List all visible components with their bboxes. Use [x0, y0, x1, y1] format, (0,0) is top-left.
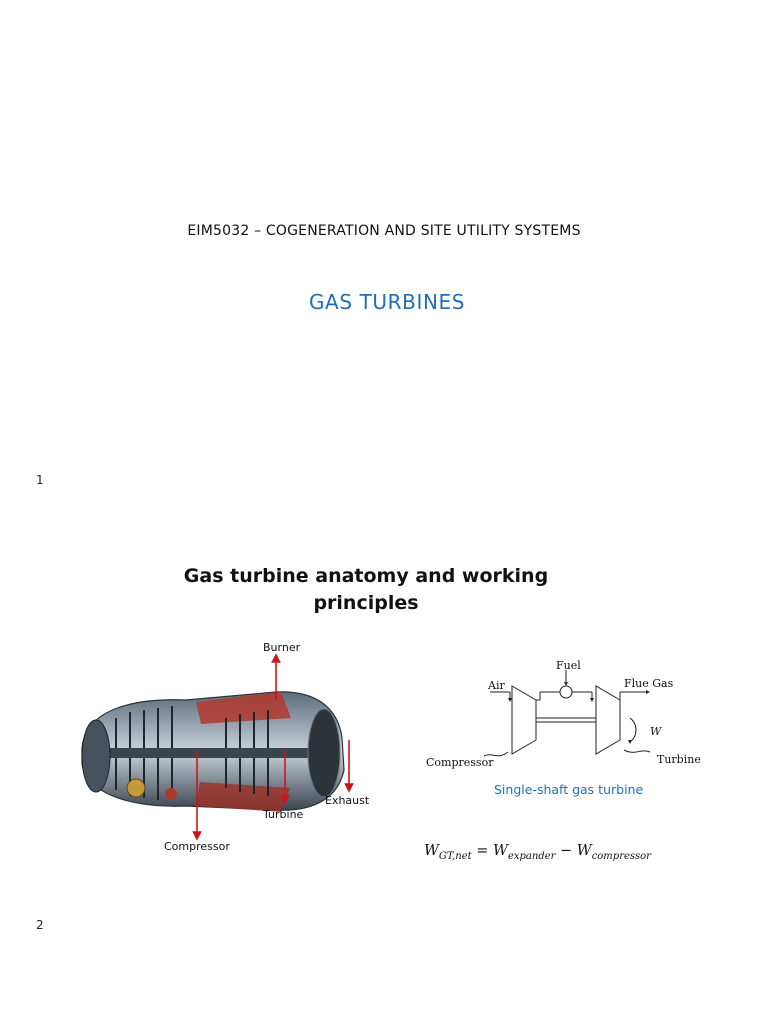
schematic-caption: Single-shaft gas turbine [494, 782, 644, 797]
flue-gas-label: Flue Gas [624, 677, 674, 690]
schematic-compressor-label: Compressor [426, 756, 494, 769]
slide-heading-line2: principles [313, 592, 419, 614]
compressor-label: Compressor [164, 840, 230, 853]
slide-heading-line1: Gas turbine anatomy and working [183, 565, 549, 587]
page-number-2: 2 [36, 918, 44, 932]
turbine-label: Turbine [263, 808, 304, 821]
page-title: GAS TURBINES [308, 290, 466, 314]
single-shaft-schematic [483, 670, 651, 757]
eq-term1: W [493, 843, 508, 859]
course-title: EIM5032 – COGENERATION AND SITE UTILITY … [187, 223, 581, 239]
eq-equals: = [476, 843, 489, 859]
eq-minus: − [560, 843, 573, 859]
eq-term1-sub: expander [507, 850, 556, 862]
eq-term2-sub: compressor [591, 850, 651, 862]
page-number-1: 1 [36, 473, 44, 487]
gas-turbine-cutaway-image [76, 678, 356, 826]
fuel-label: Fuel [556, 659, 581, 672]
exhaust-label: Exhaust [325, 794, 370, 807]
cutaway-arrows [192, 653, 354, 841]
schematic-turbine-label: Turbine [657, 753, 701, 766]
eq-term2: W [576, 843, 592, 859]
burner-label: Burner [263, 641, 301, 654]
eq-lhs-sub: GT,net [438, 850, 472, 862]
work-label: W [650, 725, 662, 738]
net-work-equation: WGT,net = Wexpander − Wcompressor [424, 843, 651, 862]
eq-lhs: W [424, 843, 439, 859]
air-label: Air [488, 679, 505, 692]
slide-heading: Gas turbine anatomy and working principl… [140, 563, 592, 617]
